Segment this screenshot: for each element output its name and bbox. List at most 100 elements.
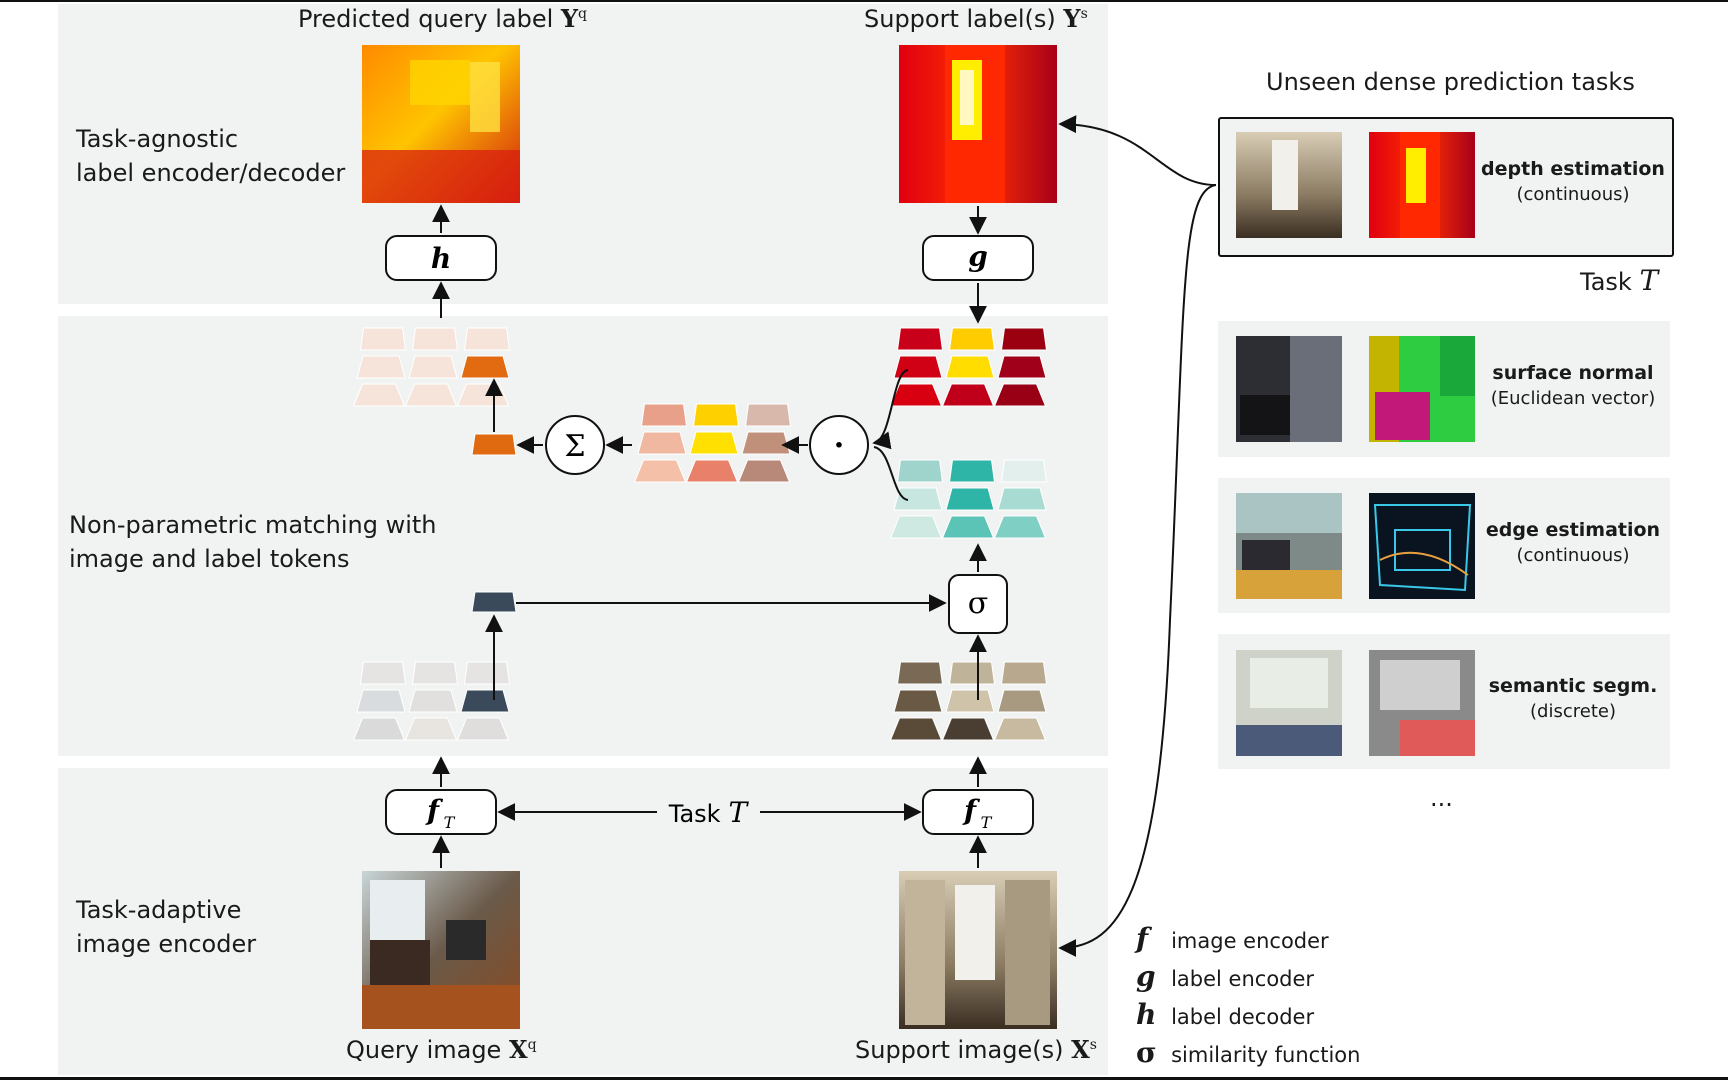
query-label-token <box>404 383 458 407</box>
support-label-token <box>948 327 996 351</box>
task-t-symbol: T <box>1639 264 1659 297</box>
query-label-tokens <box>352 327 511 407</box>
legend-sigma-symbol: σ <box>1136 1036 1157 1069</box>
query-image-token <box>359 661 407 685</box>
query-image-token <box>471 591 517 613</box>
weighted-label-token <box>689 431 739 455</box>
weighted-label-token <box>744 403 792 427</box>
arrow-sim-to-dot <box>873 446 909 501</box>
legend-f-symbol: f <box>1136 922 1149 955</box>
query-label-token <box>463 327 511 351</box>
ellipsis: ... <box>1430 784 1453 812</box>
support-image-token <box>948 661 996 685</box>
symbol-ys: Ys <box>1063 4 1088 33</box>
legend-f: f image encoder <box>1136 922 1329 955</box>
task-name-normal: surface normal <box>1492 362 1654 384</box>
weighted-label-tokens <box>633 403 792 483</box>
h-symbol: h <box>431 242 451 275</box>
similarity-tokens <box>889 459 1048 539</box>
task-name-edge: edge estimation <box>1485 519 1661 541</box>
task-sub-normal: (Euclidean vector) <box>1490 388 1656 409</box>
query-image-token <box>352 717 406 741</box>
query-label-token <box>408 355 458 379</box>
support-image-token <box>941 717 995 741</box>
support-image-token <box>889 717 943 741</box>
f-right-box <box>922 789 1034 835</box>
task-sub-segm: (discrete) <box>1530 701 1616 722</box>
legend-g: g label encoder <box>1136 960 1314 993</box>
support-image-token <box>997 689 1047 713</box>
h-box <box>385 235 497 281</box>
f-left-subscript: T <box>444 813 456 832</box>
thumb-segm-label <box>1369 650 1475 756</box>
top-border <box>0 0 1728 2</box>
query-image-token <box>460 689 510 713</box>
legend-h-label: label decoder <box>1171 1005 1315 1029</box>
support-image-token <box>893 689 943 713</box>
legend-h-symbol: h <box>1136 998 1157 1031</box>
legend-g-label: label encoder <box>1171 967 1315 991</box>
task-name-segm: semantic segm. <box>1488 675 1658 697</box>
query-label-token <box>356 355 406 379</box>
dot-symbol: · <box>834 428 844 463</box>
thumb-edge-image <box>1236 493 1342 599</box>
symbol-xq: Xq <box>508 1035 537 1064</box>
weighted-label-token <box>633 459 687 483</box>
sigma-symbol: σ <box>968 586 988 621</box>
support-label-token <box>945 355 995 379</box>
similarity-token <box>948 459 996 483</box>
query-label-token <box>352 383 406 407</box>
weighted-label-token <box>640 403 688 427</box>
support-label-token <box>896 327 944 351</box>
support-label-tokens <box>889 327 1048 407</box>
bottom-border <box>0 1077 1728 1080</box>
weighted-label-token <box>692 403 740 427</box>
similarity-token <box>945 487 995 511</box>
legend-h: h label decoder <box>1136 998 1314 1031</box>
sum-circle <box>545 415 605 475</box>
query-image-token <box>456 717 510 741</box>
query-image-token <box>404 717 458 741</box>
support-label-token <box>993 383 1047 407</box>
query-label-token <box>411 327 459 351</box>
support-label-token <box>889 383 943 407</box>
g-symbol: g <box>968 240 988 273</box>
support-label-token <box>941 383 995 407</box>
support-label-image <box>899 45 1057 203</box>
query-label-token <box>359 327 407 351</box>
query-image-token <box>408 689 458 713</box>
task-sub-depth: (continuous) <box>1516 184 1630 205</box>
query-image-token <box>411 661 459 685</box>
arrow-labels-to-dot <box>872 369 909 450</box>
support-image-token <box>945 689 995 713</box>
thumb-segm-image <box>1236 650 1342 756</box>
legend-f-label: image encoder <box>1171 929 1329 953</box>
query-image <box>362 871 520 1029</box>
aggregated-label-token <box>471 433 517 456</box>
f-left-box <box>385 789 497 835</box>
query-image-token <box>356 689 406 713</box>
task-t-caption: Task T <box>1580 264 1659 297</box>
similarity-token <box>941 515 995 539</box>
thumb-normal-label <box>1369 336 1475 442</box>
support-label-token <box>1000 327 1048 351</box>
g-box <box>922 235 1034 281</box>
support-image-token <box>993 717 1047 741</box>
similarity-token <box>997 487 1047 511</box>
dot-circle <box>809 415 869 475</box>
arrow-task-to-support-image <box>1058 184 1217 957</box>
support-label-token <box>997 355 1047 379</box>
task-sub-edge: (continuous) <box>1516 545 1630 566</box>
thumb-normal-image <box>1236 336 1342 442</box>
thumb-depth-label <box>1369 132 1475 238</box>
task-name-depth: depth estimation <box>1481 158 1665 180</box>
support-image-token <box>896 661 944 685</box>
legend-sigma-label: similarity function <box>1171 1043 1361 1067</box>
unseen-tasks-title: Unseen dense prediction tasks <box>1266 68 1635 96</box>
legend-sigma: σ similarity function <box>1136 1036 1360 1069</box>
weighted-label-token <box>737 459 791 483</box>
